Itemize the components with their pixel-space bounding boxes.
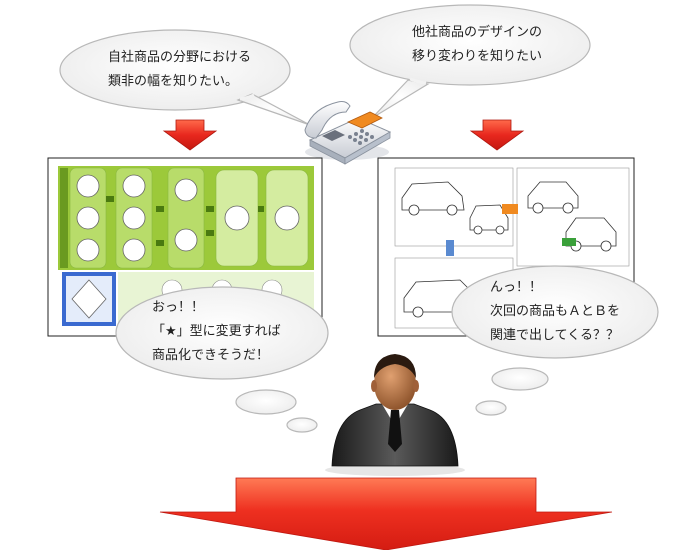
bubble-bottom-left-line1: おっ！！ bbox=[152, 300, 205, 315]
thought-bubble-bottom-right bbox=[451, 265, 659, 416]
big-arrow-down bbox=[159, 477, 613, 550]
telephone-icon bbox=[304, 101, 392, 165]
bubble-top-right-line2: 移り変わりを知りたい bbox=[412, 49, 543, 64]
bubble-top-left-line1: 自社商品の分野における bbox=[108, 50, 252, 65]
bubble-top-left-line2: 類非の幅を知りたい。 bbox=[108, 74, 239, 89]
businessman-icon bbox=[325, 354, 465, 476]
thought-bubble-bottom-left bbox=[115, 286, 329, 433]
bubble-bottom-right-line3: 関連で出してくる？？ bbox=[490, 328, 619, 343]
bubble-bottom-right-line1: んっ！！ bbox=[490, 280, 543, 295]
bubble-bottom-right-line2: 次回の商品もＡとＢを bbox=[490, 304, 621, 319]
arrow-down-left bbox=[162, 119, 218, 151]
bubble-bottom-left-text: おっ！！ 「★」型に変更すれば 商品化できそうだ！ bbox=[152, 296, 281, 368]
thought-bubble-top-right bbox=[349, 4, 591, 119]
bubble-top-right-text: 他社商品のデザインの 移り変わりを知りたい bbox=[412, 21, 542, 69]
thought-bubble-top-left bbox=[59, 29, 311, 126]
bubble-bottom-left-line2: 「★」型に変更すれば bbox=[152, 324, 281, 339]
arrow-down-right bbox=[469, 119, 525, 151]
bubble-top-left-text: 自社商品の分野における 類非の幅を知りたい。 bbox=[108, 46, 251, 94]
bubble-bottom-left-line3: 商品化できそうだ！ bbox=[152, 348, 270, 363]
bubble-top-right-line1: 他社商品のデザインの bbox=[412, 25, 543, 40]
bubble-bottom-right-text: んっ！！ 次回の商品もＡとＢを 関連で出してくる？？ bbox=[490, 276, 620, 348]
